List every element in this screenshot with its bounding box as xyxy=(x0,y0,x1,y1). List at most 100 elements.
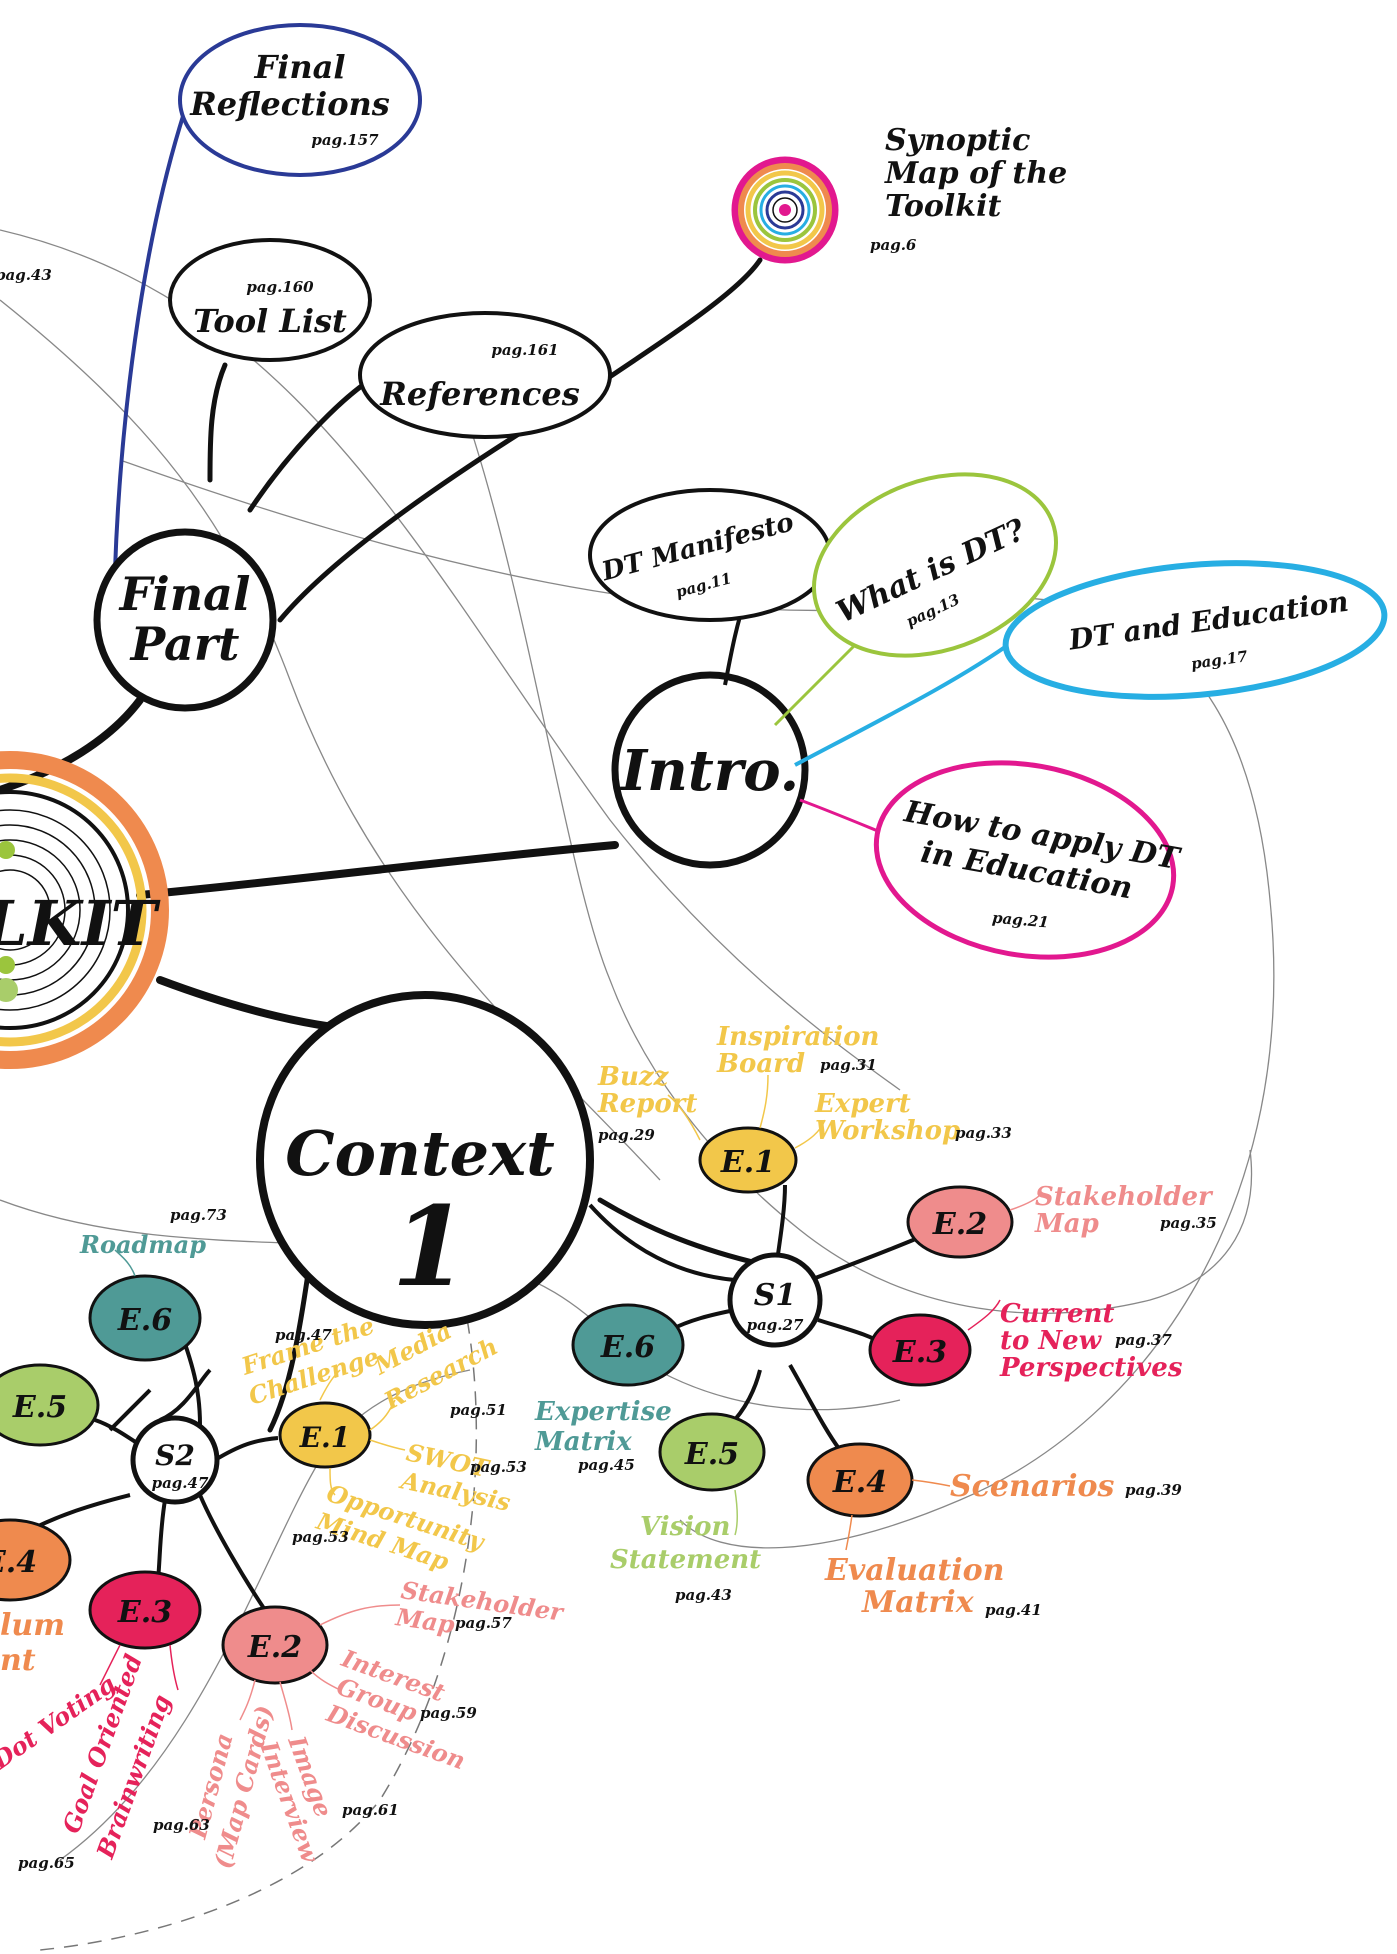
s1-stakeholder-line2: Map xyxy=(1034,1209,1099,1239)
s1-vision-line2: Statement xyxy=(610,1545,761,1575)
s1-buzz-page: pag.29 xyxy=(598,1126,655,1144)
s1-e6[interactable]: E.6 xyxy=(571,1303,685,1387)
how-to-apply-bubble[interactable]: How to apply DT in Education pag.21 xyxy=(861,740,1189,979)
s1-inspiration-page: pag.31 xyxy=(820,1056,877,1074)
s2-cut-lum: lum xyxy=(0,1608,65,1643)
what-is-dt-bubble[interactable]: What is DT? pag.13 xyxy=(788,442,1081,687)
toolkit-center-node[interactable]: TOOLKIT xyxy=(0,751,169,1069)
intro-whatis-link xyxy=(773,643,857,727)
s2-e3-label: E.3 xyxy=(117,1595,172,1630)
s1-evaluation-line2: Matrix xyxy=(861,1585,975,1620)
s2-e5[interactable]: E.5 xyxy=(0,1363,100,1447)
s1-expert-line2: Workshop xyxy=(815,1116,960,1146)
synoptic-map-icon[interactable] xyxy=(731,156,839,264)
context-node[interactable]: Context 1 xyxy=(256,991,594,1329)
s1-buzz-line2: Report xyxy=(597,1089,697,1119)
s1-page: pag.27 xyxy=(747,1316,804,1334)
s1-inspiration-line2: Board xyxy=(716,1049,805,1079)
s2-dot-voting-page: pag.65 xyxy=(18,1854,75,1872)
s2-e6[interactable]: E.6 xyxy=(88,1274,202,1362)
s1-e3[interactable]: E.3 xyxy=(868,1313,972,1387)
s2-swot-page: pag.53 xyxy=(470,1458,527,1476)
reflections-line1: Final xyxy=(253,48,345,86)
reflections-link xyxy=(113,109,187,571)
s1-current-line2: to New xyxy=(1000,1326,1103,1356)
s1-e2[interactable]: E.2 xyxy=(906,1185,1014,1259)
s1-expertise-line1: Expertise xyxy=(534,1397,672,1427)
final-reflections-bubble[interactable]: Final Reflections pag.157 xyxy=(178,23,422,177)
s2-cut-nt: nt xyxy=(0,1643,36,1678)
s2-e2-label: E.2 xyxy=(247,1630,302,1665)
synoptic-page: pag.6 xyxy=(870,236,917,254)
final-part-node[interactable]: Final Part xyxy=(93,528,277,712)
tool-list-title: Tool List xyxy=(193,302,347,340)
dt-education-bubble[interactable]: DT and Education pag.17 xyxy=(1000,549,1390,712)
synoptic-title-3: Toolkit xyxy=(885,189,1001,224)
intro-node[interactable]: Intro. xyxy=(611,671,809,869)
s1-label: S1 xyxy=(754,1278,797,1313)
s1-stakeholder-line1: Stakeholder xyxy=(1035,1182,1214,1212)
synoptic-title-2: Map of the xyxy=(884,156,1067,191)
s2-roadmap-page: pag.73 xyxy=(170,1206,227,1224)
s1-evaluation-page: pag.41 xyxy=(985,1601,1042,1619)
s1-stakeholder-page: pag.35 xyxy=(1160,1214,1217,1232)
references-title: References xyxy=(379,375,579,413)
s2-e6-label: E.6 xyxy=(117,1303,172,1338)
s2-left-top-page: pag.43 xyxy=(0,266,52,284)
s1-e1[interactable]: E.1 xyxy=(698,1126,798,1194)
s2-media-page: pag.51 xyxy=(450,1401,507,1419)
s2-e1-label: E.1 xyxy=(299,1421,351,1454)
dt-manifesto-bubble[interactable]: DT Manifesto pag.11 xyxy=(588,488,832,622)
references-bubble[interactable]: pag.161 References xyxy=(358,311,612,439)
s1-expert-page: pag.33 xyxy=(955,1124,1012,1142)
s2-node[interactable]: S2 pag.47 xyxy=(130,1415,220,1505)
s1-buzz-line1: Buzz xyxy=(597,1062,670,1092)
s1-e5-label: E.5 xyxy=(684,1437,739,1472)
s1-scenarios-title: Scenarios xyxy=(950,1469,1114,1504)
final-part-line1: Final xyxy=(118,567,251,621)
s1-tool-links xyxy=(667,1074,1041,1551)
s1-e4[interactable]: E.4 xyxy=(806,1442,914,1518)
s2-image-page: pag.61 xyxy=(342,1801,399,1819)
reflections-page: pag.157 xyxy=(311,131,379,149)
s2-label: S2 xyxy=(155,1439,195,1472)
s2-page: pag.47 xyxy=(152,1474,209,1492)
s2-opportunity-page: pag.53 xyxy=(292,1528,349,1546)
tool-list-page: pag.160 xyxy=(246,278,314,296)
tool-list-bubble[interactable]: pag.160 Tool List xyxy=(168,238,372,362)
s1-evaluation-line1: Evaluation xyxy=(824,1553,1004,1588)
s2-e2[interactable]: E.2 xyxy=(221,1605,329,1685)
s1-vision-line1: Vision xyxy=(640,1512,730,1542)
s2-roadmap: Roadmap xyxy=(79,1230,206,1259)
s1-vision-page: pag.43 xyxy=(675,1586,732,1604)
s2-frame-page: pag.47 xyxy=(275,1326,332,1344)
s1-e1-label: E.1 xyxy=(720,1145,775,1180)
s2-e4-label: E.4 xyxy=(0,1545,37,1580)
s1-scenarios-page: pag.39 xyxy=(1125,1481,1182,1499)
s2-persona-page: pag.63 xyxy=(153,1816,210,1834)
s2-e4[interactable]: E.4 xyxy=(0,1518,72,1602)
intro-label: Intro. xyxy=(619,738,799,804)
s1-node[interactable]: S1 pag.27 xyxy=(727,1252,823,1348)
s1-expertise-line2: Matrix xyxy=(534,1427,632,1457)
s2-interest-page: pag.59 xyxy=(420,1704,477,1722)
s1-e4-label: E.4 xyxy=(832,1465,887,1500)
s1-e5[interactable]: E.5 xyxy=(658,1412,766,1492)
s1-e3-label: E.3 xyxy=(892,1335,947,1370)
s1-e6-label: E.6 xyxy=(600,1330,655,1365)
s1-current-page: pag.37 xyxy=(1115,1331,1172,1349)
reflections-line2: Reflections xyxy=(189,85,390,123)
final-part-line2: Part xyxy=(129,617,240,671)
s2-e3[interactable]: E.3 xyxy=(88,1570,202,1650)
toolkit-label: TOOLKIT xyxy=(0,887,161,960)
s2-stakeholder-page: pag.57 xyxy=(455,1614,512,1632)
s2-e5-label: E.5 xyxy=(12,1390,67,1425)
s1-inspiration-line1: Inspiration xyxy=(716,1022,879,1052)
context-number: 1 xyxy=(392,1182,469,1311)
how-to-apply-page: pag.21 xyxy=(991,909,1049,932)
s1-e2-label: E.2 xyxy=(932,1207,987,1242)
s1-expert-line1: Expert xyxy=(814,1089,911,1119)
intro-education-link xyxy=(794,638,1017,767)
s2-e1[interactable]: E.1 xyxy=(278,1401,372,1469)
